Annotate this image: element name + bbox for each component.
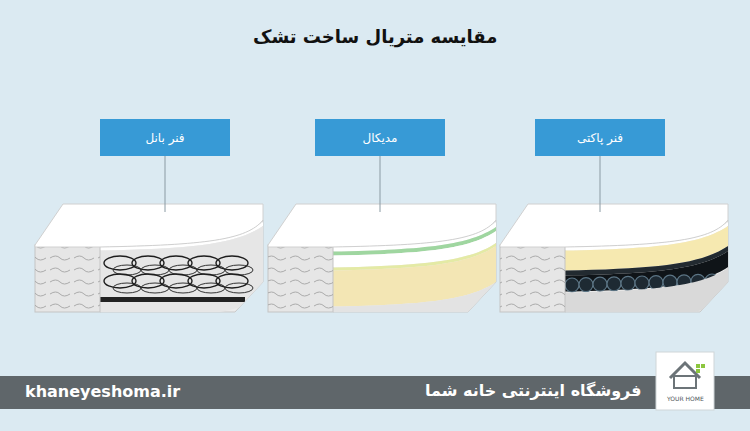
logo-house [670, 363, 705, 388]
pocket-mattress [500, 204, 740, 323]
logo-text: YOUR HOME [667, 395, 704, 402]
footer-text: khaneyeshoma.ir [25, 382, 180, 401]
label-box: فنر بانل [100, 119, 230, 156]
logo-box [656, 352, 714, 410]
box-label: فنر بانل [145, 131, 184, 145]
footer-text: فروشگاه اینترنتی خانه شما [425, 381, 642, 400]
bonnell-mattress [35, 204, 275, 321]
footer-bar [0, 376, 750, 409]
label-box: مدیکال [315, 119, 445, 156]
box-label: فنر پاکتی [577, 131, 623, 145]
diagram-title: مقایسه متریال ساخت تشک [253, 26, 497, 47]
leader-lines [165, 156, 600, 212]
box-label: مدیکال [362, 131, 397, 145]
label-box: فنر پاکتی [535, 119, 665, 156]
medical-mattress [268, 204, 508, 327]
